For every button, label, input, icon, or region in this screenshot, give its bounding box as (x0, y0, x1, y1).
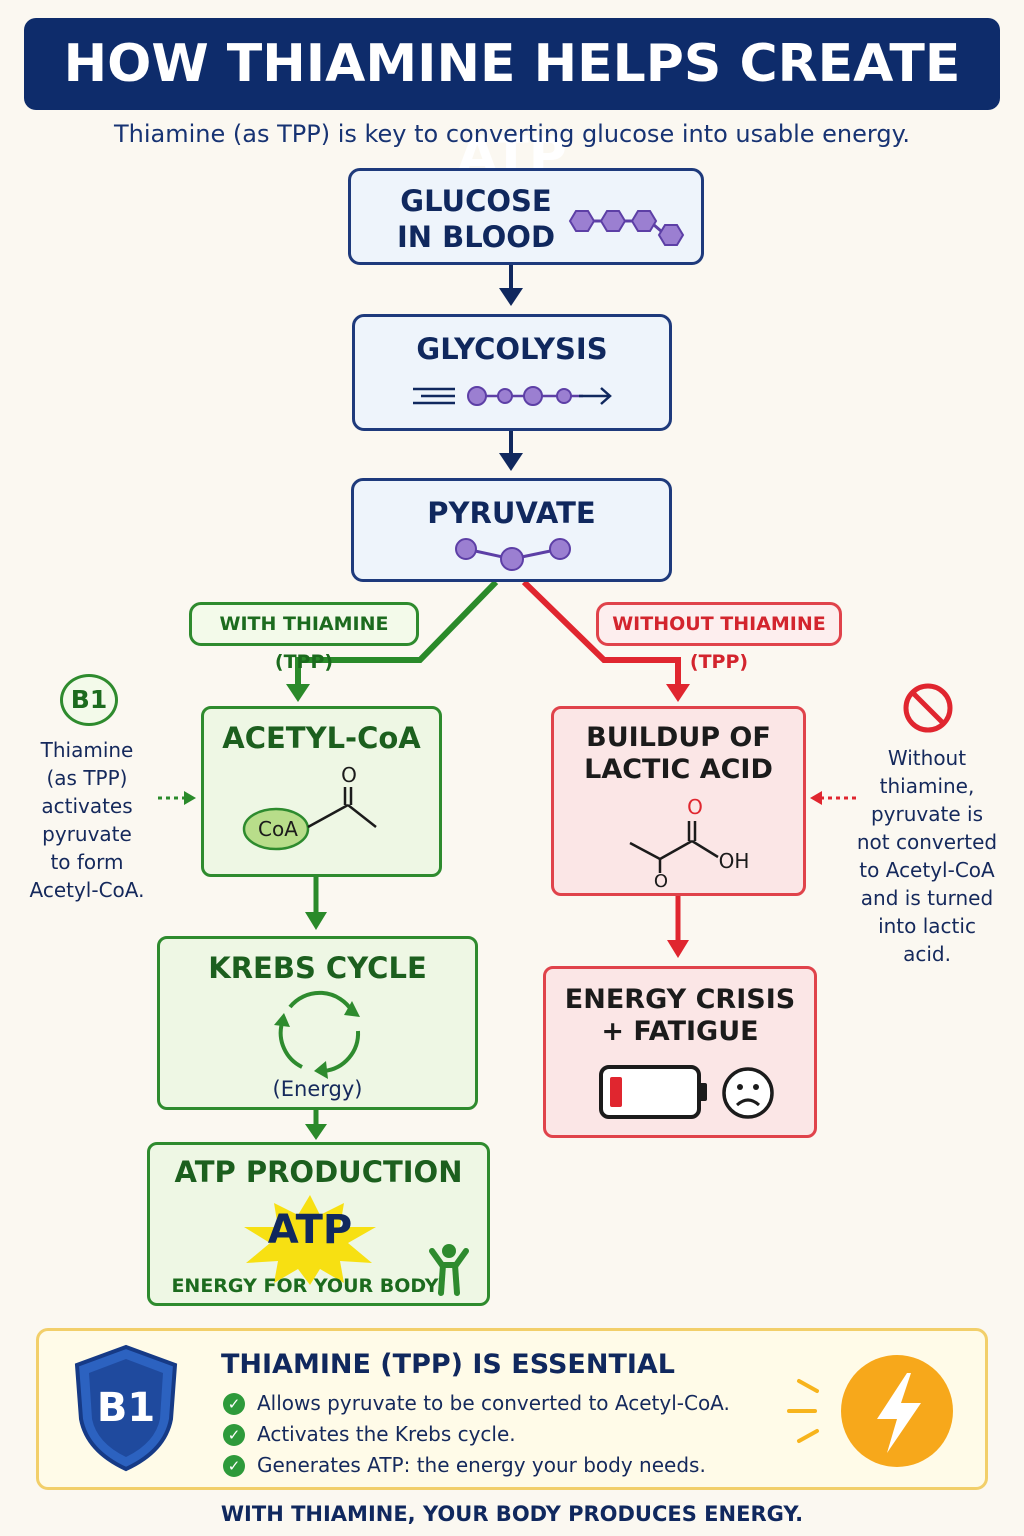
subtitle: Thiamine (as TPP) is key to converting g… (114, 120, 910, 148)
pyruvate-molecule-icon (455, 538, 571, 571)
energy-body-label: ENERGY FOR YOUR BODY (171, 1275, 439, 1297)
summary-item: Generates ATP: the energy your body need… (257, 1453, 706, 1477)
energy-crisis-box: ENERGY CRISIS + FATIGUE (543, 966, 817, 1138)
footer-tagline: WITH THIAMINE, YOUR BODY PRODUCES ENERGY… (220, 1502, 804, 1526)
lightning-icon (787, 1355, 953, 1467)
check-icon: ✓ (223, 1455, 245, 1477)
acetyl-structure-icon (242, 787, 377, 851)
without-thiamine-label: WITHOUT THIAMINE (TPP) (596, 602, 842, 673)
arrow-green-branch (286, 579, 499, 702)
glucose-label-2: IN BLOOD (396, 220, 556, 254)
acetyl-coa-box: ACETYL-CoA CoA O (201, 706, 442, 877)
glucose-box: GLUCOSE IN BLOOD (348, 168, 704, 265)
lactic-label-2: LACTIC ACID (584, 754, 773, 785)
summary-item: Activates the Krebs cycle. (257, 1422, 516, 1446)
crisis-label-1: ENERGY CRISIS (564, 984, 796, 1015)
acetyl-coa-label: ACETYL-CoA (222, 721, 421, 755)
right-note-line: and is turned (860, 886, 994, 910)
acetyl-oxygen: O (341, 763, 357, 787)
molecule-dots-icon (413, 386, 612, 406)
krebs-cycle-box: KREBS CYCLE (Energy) (157, 936, 478, 1110)
left-note: Thiamine (as TPP) activates pyruvate to … (28, 736, 146, 904)
pyruvate-label: PYRUVATE (427, 496, 596, 530)
arrow-glycolysis-pyruvate (499, 431, 523, 471)
starburst-icon (244, 1195, 376, 1285)
page-title: HOW THIAMINE HELPS CREATE ATP (63, 34, 961, 186)
person-icon (429, 1244, 469, 1296)
right-note: Without thiamine, pyruvate is not conver… (854, 744, 1000, 968)
summary-item: Allows pyruvate to be converted to Acety… (257, 1391, 730, 1415)
glycolysis-label: GLYCOLYSIS (416, 332, 608, 366)
left-note-line: to form (50, 850, 124, 874)
dashed-arrow-left (158, 791, 196, 805)
lactic-oh: OH (718, 849, 750, 873)
right-note-line: not converted (856, 830, 998, 854)
pyruvate-box: PYRUVATE (351, 478, 672, 582)
atp-burst-label: ATP (267, 1207, 353, 1253)
title-bar: HOW THIAMINE HELPS CREATE ATP (24, 18, 1000, 186)
right-note-line: Without (887, 746, 967, 770)
krebs-sublabel: (Energy) (272, 1077, 363, 1101)
lactic-label-1: BUILDUP OF (586, 722, 771, 753)
sad-face-icon (722, 1067, 774, 1119)
dashed-arrow-right (810, 791, 856, 805)
arrow-glucose-glycolysis (499, 265, 523, 306)
crisis-label-2: + FATIGUE (601, 1016, 759, 1047)
battery-low-icon (599, 1065, 707, 1119)
right-note-line: thiamine, (879, 774, 975, 798)
lactic-acid-box: BUILDUP OF LACTIC ACID O OH O (551, 706, 806, 896)
lactic-structure-icon (629, 821, 719, 873)
with-thiamine-label: WITH THIAMINE (TPP) (189, 602, 419, 673)
shield-label: B1 (96, 1385, 156, 1431)
glucose-label-1: GLUCOSE (400, 184, 552, 218)
arrow-lactic-crisis (667, 896, 689, 958)
coa-tag: CoA (258, 817, 298, 841)
summary-title: THIAMINE (TPP) IS ESSENTIAL (221, 1349, 676, 1380)
atp-production-label: ATP PRODUCTION (174, 1155, 463, 1189)
krebs-label: KREBS CYCLE (208, 951, 427, 985)
b1-badge: B1 (60, 674, 118, 726)
right-note-line: pyruvate is (870, 802, 983, 826)
cycle-arrows-icon (274, 990, 361, 1079)
no-sign-icon (903, 683, 953, 733)
atp-production-box: ATP PRODUCTION ATP ENERGY FOR YOUR BODY (147, 1142, 490, 1306)
check-icon: ✓ (223, 1424, 245, 1446)
lactic-oxygen-bottom: O (653, 871, 669, 892)
left-note-line: (as TPP) (46, 766, 128, 790)
right-note-line: into lactic acid. (878, 914, 976, 966)
shield-icon (74, 1344, 178, 1472)
right-note-line: to Acetyl-CoA (859, 858, 995, 882)
lactic-oxygen-top: O (687, 795, 703, 819)
arrow-red-branch (521, 579, 690, 702)
glycolysis-box: GLYCOLYSIS (352, 314, 672, 431)
left-note-line: pyruvate (42, 822, 132, 846)
arrow-acetyl-krebs (305, 877, 327, 930)
hexagon-chain-icon (568, 210, 685, 246)
summary-box: B1 THIAMINE (TPP) IS ESSENTIAL ✓ Allows … (36, 1328, 988, 1490)
left-note-line: Thiamine (40, 738, 134, 762)
left-note-line: activates (41, 794, 133, 818)
arrow-krebs-atp (305, 1110, 327, 1140)
check-icon: ✓ (223, 1393, 245, 1415)
left-note-line: Acetyl-CoA. (29, 878, 145, 902)
